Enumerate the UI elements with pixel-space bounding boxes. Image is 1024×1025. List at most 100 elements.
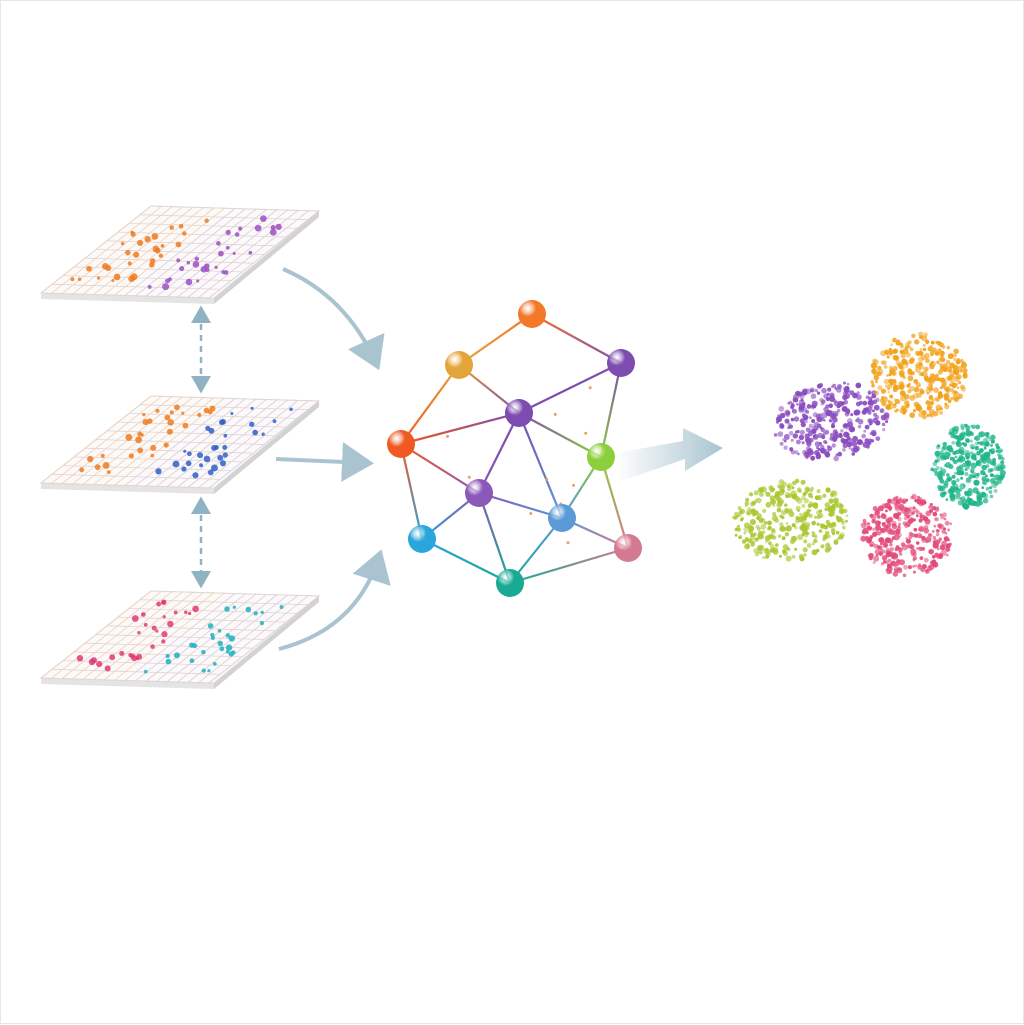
cluster-point <box>970 470 974 474</box>
cluster-point <box>918 525 925 532</box>
cluster-point <box>853 409 860 416</box>
cluster-point <box>918 371 923 376</box>
cluster-point <box>959 432 964 437</box>
cluster-point <box>832 506 837 510</box>
cluster-point <box>780 424 785 429</box>
cluster-point <box>912 570 916 574</box>
data-dot <box>140 612 146 617</box>
cluster-point <box>772 511 777 517</box>
cluster-point <box>894 512 900 519</box>
data-dot <box>183 449 187 453</box>
cluster-point <box>962 368 968 374</box>
cluster-point <box>825 487 831 493</box>
cluster-point <box>879 408 885 414</box>
cluster-point <box>846 441 853 448</box>
data-dot <box>173 610 178 615</box>
cluster-point <box>749 519 757 526</box>
cluster-point <box>796 403 799 406</box>
cluster-point <box>928 533 933 538</box>
cluster-point <box>844 411 850 417</box>
cluster-point <box>801 532 805 537</box>
cluster-point <box>978 500 984 506</box>
data-dot <box>225 245 230 250</box>
cluster-point <box>956 478 960 482</box>
cluster-point <box>872 409 875 413</box>
cluster-point <box>981 464 987 471</box>
cluster-point <box>886 522 892 528</box>
cluster-point <box>794 525 798 530</box>
grid-line <box>84 642 254 649</box>
cluster-point <box>930 467 935 472</box>
cluster-point <box>939 407 943 411</box>
network-node-n10 <box>614 534 642 562</box>
cluster-point <box>845 514 849 517</box>
cluster-point <box>965 425 971 431</box>
data-dot <box>125 433 133 441</box>
cluster-point <box>985 434 989 438</box>
cluster-point <box>853 446 859 452</box>
cluster-point <box>933 377 938 381</box>
grid-line <box>40 677 210 684</box>
cluster-point <box>755 524 760 529</box>
data-dot <box>127 261 132 266</box>
cluster-point <box>909 347 914 352</box>
cluster-point <box>791 409 795 413</box>
data-dot <box>201 649 206 655</box>
cluster-point <box>773 433 778 437</box>
cluster-point <box>886 563 892 569</box>
cluster-point <box>951 440 956 445</box>
layer-edge <box>41 293 214 304</box>
cluster-point <box>867 539 872 544</box>
cluster-point <box>957 393 963 399</box>
cluster-point <box>886 355 890 359</box>
cluster-point <box>840 429 844 433</box>
cluster-point <box>767 525 772 530</box>
cluster-point <box>822 431 827 436</box>
cluster-point <box>817 494 823 501</box>
grid-line <box>128 223 298 229</box>
cluster-point <box>916 547 919 550</box>
cluster-point <box>750 508 757 515</box>
data-dot <box>219 419 225 426</box>
cluster-point <box>887 558 892 563</box>
cluster-point <box>778 405 785 412</box>
cluster-point <box>775 543 779 547</box>
cluster-point <box>849 390 855 396</box>
cluster-point <box>913 379 919 384</box>
data-dot <box>142 412 146 417</box>
cluster-point <box>826 392 830 396</box>
data-dot <box>187 611 192 616</box>
data-dot <box>272 419 277 424</box>
cluster-point <box>931 530 935 533</box>
data-dot <box>210 635 215 640</box>
data-dot <box>270 225 276 231</box>
data-dot <box>234 232 240 237</box>
cluster-point <box>831 531 836 536</box>
cluster-point <box>811 520 816 526</box>
cluster-point <box>801 503 806 508</box>
network-edge <box>400 364 460 445</box>
network-node-n7 <box>465 479 493 507</box>
data-dot <box>163 442 169 448</box>
cluster-point <box>997 453 1001 457</box>
cluster-point <box>877 385 883 391</box>
data-dot <box>205 267 210 272</box>
cluster-point <box>872 506 878 511</box>
data-dot <box>94 464 101 471</box>
cluster-point <box>734 533 738 537</box>
cluster-point <box>866 522 871 526</box>
cluster-point <box>959 470 964 475</box>
cluster-point <box>783 434 790 440</box>
cluster-point <box>900 508 903 512</box>
network-node-n8 <box>548 504 576 532</box>
data-dot <box>172 460 180 468</box>
cluster-point <box>899 365 905 371</box>
cluster-point <box>824 452 831 458</box>
cluster-point <box>885 526 892 532</box>
data-dot <box>211 444 217 451</box>
data-dot <box>168 277 172 282</box>
cluster-point <box>800 479 806 485</box>
cluster-point <box>816 522 820 526</box>
cluster-point <box>908 382 911 386</box>
cluster-point <box>943 441 947 446</box>
